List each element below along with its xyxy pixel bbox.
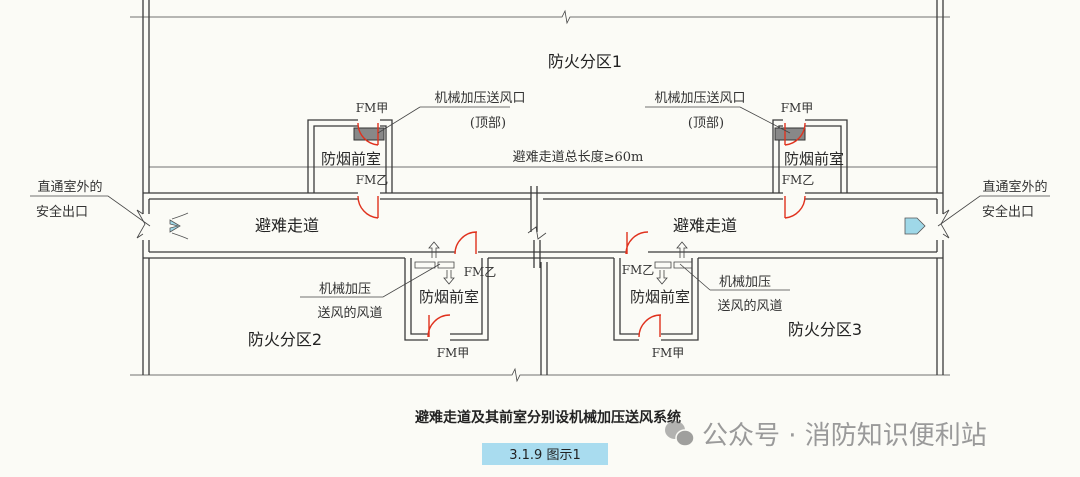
exit-label-right-2: 安全出口 bbox=[982, 204, 1034, 220]
anteroom-label: 防烟前室 bbox=[321, 150, 381, 168]
zone2-label: 防火分区2 bbox=[248, 330, 322, 349]
building-outline bbox=[130, 0, 950, 383]
leader-lines bbox=[30, 106, 1050, 298]
anteroom-bottom-left bbox=[404, 231, 489, 341]
duct-label-left-2: 送风的风道 bbox=[317, 305, 382, 321]
corridor-label-left: 避难走道 bbox=[255, 216, 319, 235]
corridor-walls bbox=[142, 186, 944, 268]
anteroom-label: 防烟前室 bbox=[419, 288, 479, 306]
exit-right bbox=[904, 209, 950, 239]
dimension-label: 避难走道总长度≥60m bbox=[513, 149, 644, 165]
door-label-fm-b: FM乙 bbox=[356, 173, 389, 187]
vent-sub-left: (顶部) bbox=[470, 116, 506, 131]
zone3-label: 防火分区3 bbox=[788, 320, 862, 339]
wechat-icon bbox=[665, 421, 695, 447]
vent-sub-right: (顶部) bbox=[688, 116, 724, 131]
anteroom-top-right bbox=[772, 119, 848, 219]
anteroom-bottom-right bbox=[613, 231, 699, 341]
duct-label-right-1: 机械加压 bbox=[719, 275, 771, 290]
door-label-fm-a: FM甲 bbox=[652, 346, 685, 360]
anteroom-label: 防烟前室 bbox=[630, 288, 690, 306]
zone1-label: 防火分区1 bbox=[548, 52, 622, 71]
figure-badge: 3.1.9 图示1 bbox=[509, 448, 580, 463]
anteroom-top-left bbox=[307, 119, 393, 219]
exit-label-right-1: 直通室外的 bbox=[982, 179, 1047, 195]
door-label-fm-b: FM乙 bbox=[782, 173, 815, 187]
door-label-fm-a: FM甲 bbox=[437, 346, 470, 360]
exit-label-left-2: 安全出口 bbox=[36, 204, 88, 220]
figure-caption: 避难走道及其前室分别设机械加压送风系统 bbox=[415, 409, 681, 426]
figure-badge-bg bbox=[482, 443, 608, 465]
duct-label-left-1: 机械加压 bbox=[319, 282, 371, 297]
corridor-label-right: 避难走道 bbox=[673, 216, 737, 235]
duct-label-right-2: 送风的风道 bbox=[717, 298, 782, 314]
vent-label-right: 机械加压送风口 bbox=[654, 91, 745, 106]
anteroom-label: 防烟前室 bbox=[784, 150, 844, 168]
door-label-fm-a: FM甲 bbox=[781, 101, 814, 115]
vent-label-left: 机械加压送风口 bbox=[434, 91, 525, 106]
exit-label-left-1: 直通室外的 bbox=[37, 179, 102, 195]
door-label-fm-b: FM乙 bbox=[464, 265, 497, 279]
watermark: 公众号 · 消防知识便利站 bbox=[702, 421, 987, 451]
door-label-fm-b: FM乙 bbox=[622, 263, 655, 277]
exit-left bbox=[136, 209, 189, 240]
door-label-fm-a: FM甲 bbox=[356, 101, 389, 115]
